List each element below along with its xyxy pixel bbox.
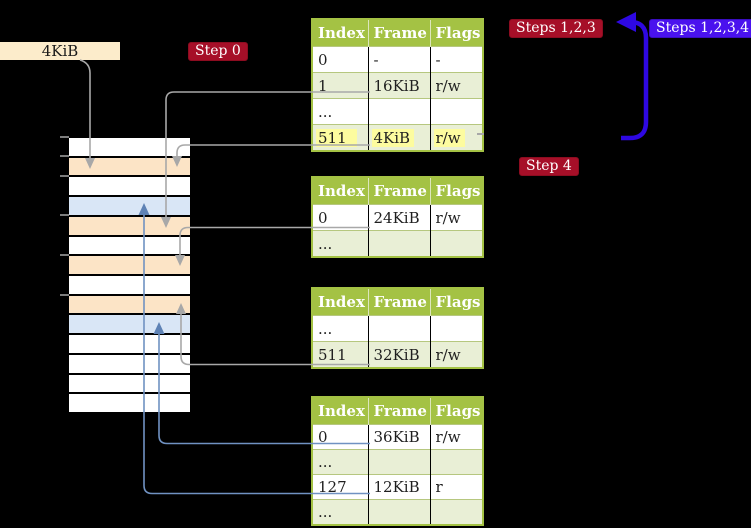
col-flags: Flags [430, 19, 483, 47]
col-flags: Flags [430, 177, 483, 205]
physical-memory-column [69, 136, 190, 414]
memory-frame-10-mapped-page [69, 315, 190, 334]
memory-frame-5-page-table [69, 216, 190, 235]
table-row: ... [312, 230, 483, 257]
memory-frame-14-empty [69, 394, 190, 413]
arrow-steps-loop-to-table1 [621, 19, 649, 141]
table-row: ... [312, 449, 483, 475]
table-row: 0-- [312, 46, 483, 73]
col-index: Index [312, 397, 369, 425]
col-flags: Flags [430, 288, 483, 316]
highlighted-cell: r/w [433, 128, 465, 147]
table-row-highlighted: 511 4KiB r/w [312, 124, 483, 151]
table-row: ... [312, 98, 483, 125]
memory-frame-9-page-table [69, 295, 190, 314]
table-header: Index Frame Flags [312, 397, 483, 425]
col-frame: Frame [368, 19, 431, 47]
memory-frame-11-empty [69, 335, 190, 353]
memory-frame-12-empty [69, 354, 190, 373]
steps123-badge: Steps 1,2,3 [509, 19, 603, 38]
memory-frame-2-page-table [69, 157, 190, 176]
col-index: Index [312, 19, 369, 47]
arrowhead [616, 12, 636, 32]
col-index: Index [312, 177, 369, 205]
table-header: Index Frame Flags [312, 177, 483, 205]
col-frame: Frame [368, 177, 431, 205]
highlighted-cell: 511 [316, 128, 357, 147]
table-header: Index Frame Flags [312, 288, 483, 316]
col-frame: Frame [368, 288, 431, 316]
memory-address-tick [60, 175, 69, 177]
table-row: ... [312, 499, 483, 525]
memory-frame-7-page-table [69, 256, 190, 275]
memory-frame-1-empty [69, 138, 190, 156]
col-frame: Frame [368, 397, 431, 425]
memory-frame-4-mapped-page [69, 197, 190, 215]
frame-address-label: 4KiB [0, 42, 120, 60]
highlighted-cell: 4KiB [371, 128, 415, 147]
memory-address-tick [60, 254, 69, 256]
step0-badge: Step 0 [188, 42, 248, 61]
table-header: Index Frame Flags [312, 19, 483, 47]
memory-address-tick [60, 155, 69, 157]
step4-badge: Step 4 [519, 157, 579, 176]
memory-frame-8-empty [69, 276, 190, 294]
col-index: Index [312, 288, 369, 316]
memory-address-tick [60, 136, 69, 138]
table-row: ... [312, 315, 483, 342]
memory-address-tick [60, 294, 69, 296]
memory-frame-3-empty [69, 177, 190, 196]
col-flags: Flags [430, 397, 483, 425]
memory-frame-6-empty [69, 236, 190, 255]
memory-address-tick [60, 214, 69, 216]
steps1234-badge: Steps 1,2,3,4 [649, 19, 751, 38]
memory-frame-13-empty [69, 374, 190, 393]
